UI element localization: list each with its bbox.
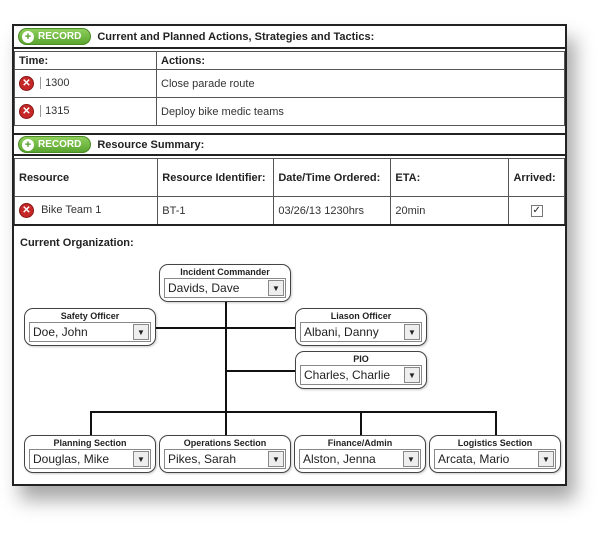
plus-icon: + — [22, 138, 34, 151]
ordered-value[interactable]: 03/26/13 1230hrs — [273, 196, 392, 225]
org-section-title: Current Organization: — [20, 237, 134, 249]
chevron-down-icon[interactable]: ▼ — [268, 451, 284, 467]
plus-icon: + — [22, 30, 34, 43]
pio-value: Charles, Charlie — [304, 368, 391, 382]
logistics-section-value: Arcata, Mario — [438, 452, 510, 466]
delete-x-icon[interactable]: ✕ — [19, 76, 34, 91]
record-resource-label: RECORD — [38, 139, 82, 150]
liaison-officer-node: Liason Officer Albani, Danny ▼ — [295, 308, 427, 346]
eta-value[interactable]: 20min — [390, 196, 510, 225]
table-row: ✕ 1315 Deploy bike medic teams — [14, 97, 565, 126]
chevron-down-icon[interactable]: ▼ — [538, 451, 554, 467]
connector-line — [90, 411, 497, 413]
delete-x-icon[interactable]: ✕ — [19, 203, 34, 218]
actions-header-bar: + RECORD Current and Planned Actions, St… — [14, 26, 565, 49]
time-cell: ✕ 1300 — [14, 69, 157, 98]
planning-section-select[interactable]: Douglas, Mike ▼ — [29, 449, 151, 469]
section-divider — [14, 224, 565, 226]
identifier-value[interactable]: BT-1 — [157, 196, 275, 225]
time-value[interactable]: 1300 — [40, 77, 70, 89]
arrived-cell: ✓ — [508, 196, 565, 225]
operations-section-label: Operations Section — [183, 438, 267, 448]
record-actions-label: RECORD — [38, 31, 82, 42]
resource-section-title: Resource Summary: — [97, 138, 205, 151]
chevron-down-icon[interactable]: ▼ — [404, 324, 420, 340]
planning-section-node: Planning Section Douglas, Mike ▼ — [24, 435, 156, 473]
operations-section-value: Pikes, Sarah — [168, 452, 237, 466]
chevron-down-icon[interactable]: ▼ — [133, 451, 149, 467]
resource-cell: ✕ Bike Team 1 — [13, 196, 159, 225]
liaison-officer-label: Liason Officer — [330, 311, 392, 321]
resource-column-header: Resource — [13, 158, 159, 197]
resource-header-bar: + RECORD Resource Summary: — [14, 133, 565, 156]
finance-admin-node: Finance/Admin Alston, Jenna ▼ — [294, 435, 426, 473]
actions-header-row: Time: Actions: — [14, 51, 565, 70]
logistics-section-select[interactable]: Arcata, Mario ▼ — [434, 449, 556, 469]
connector-line — [90, 411, 92, 435]
connector-line — [225, 411, 227, 435]
table-row: ✕ Bike Team 1 BT-1 03/26/13 1230hrs 20mi… — [13, 196, 565, 225]
pio-node: PIO Charles, Charlie ▼ — [295, 351, 427, 389]
arrived-column-header: Arrived: — [508, 158, 565, 197]
liaison-officer-select[interactable]: Albani, Danny ▼ — [300, 322, 422, 342]
connector-line — [495, 411, 497, 435]
time-cell: ✕ 1315 — [14, 97, 157, 126]
actions-section-title: Current and Planned Actions, Strategies … — [97, 30, 375, 43]
logistics-section-node: Logistics Section Arcata, Mario ▼ — [429, 435, 561, 473]
ics-form-panel: + RECORD Current and Planned Actions, St… — [12, 24, 567, 486]
time-column-header: Time: — [14, 51, 157, 70]
safety-officer-value: Doe, John — [33, 325, 88, 339]
resource-header-row: Resource Resource Identifier: Date/Time … — [13, 158, 565, 197]
chevron-down-icon[interactable]: ▼ — [268, 280, 284, 296]
pio-label: PIO — [353, 354, 369, 364]
action-value[interactable]: Deploy bike medic teams — [156, 97, 565, 126]
liaison-officer-value: Albani, Danny — [304, 325, 379, 339]
actions-table: Time: Actions: ✕ 1300 Close parade route… — [14, 51, 565, 126]
eta-column-header: ETA: — [390, 158, 510, 197]
logistics-section-label: Logistics Section — [457, 438, 533, 448]
safety-officer-node: Safety Officer Doe, John ▼ — [24, 308, 156, 346]
resource-table: Resource Resource Identifier: Date/Time … — [13, 158, 565, 225]
incident-commander-node: Incident Commander Davids, Dave ▼ — [159, 264, 291, 302]
operations-section-select[interactable]: Pikes, Sarah ▼ — [164, 449, 286, 469]
finance-admin-value: Alston, Jenna — [303, 452, 376, 466]
action-value[interactable]: Close parade route — [156, 69, 565, 98]
connector-line — [360, 411, 362, 435]
finance-admin-select[interactable]: Alston, Jenna ▼ — [299, 449, 421, 469]
planning-section-label: Planning Section — [53, 438, 127, 448]
table-row: ✕ 1300 Close parade route — [14, 69, 565, 98]
pio-select[interactable]: Charles, Charlie ▼ — [300, 365, 422, 385]
connector-line — [154, 327, 297, 329]
safety-officer-select[interactable]: Doe, John ▼ — [29, 322, 151, 342]
chevron-down-icon[interactable]: ▼ — [403, 451, 419, 467]
incident-commander-value: Davids, Dave — [168, 281, 240, 295]
record-resource-button[interactable]: + RECORD — [18, 136, 92, 153]
check-icon[interactable]: ✓ — [530, 205, 543, 217]
connector-line — [225, 302, 227, 412]
connector-line — [226, 370, 297, 372]
record-actions-button[interactable]: + RECORD — [18, 28, 92, 45]
time-value[interactable]: 1315 — [40, 105, 70, 117]
chevron-down-icon[interactable]: ▼ — [404, 367, 420, 383]
identifier-column-header: Resource Identifier: — [157, 158, 275, 197]
incident-commander-select[interactable]: Davids, Dave ▼ — [164, 278, 286, 298]
finance-admin-label: Finance/Admin — [327, 438, 393, 448]
chevron-down-icon[interactable]: ▼ — [133, 324, 149, 340]
delete-x-icon[interactable]: ✕ — [19, 104, 34, 119]
incident-commander-label: Incident Commander — [180, 267, 270, 277]
planning-section-value: Douglas, Mike — [33, 452, 110, 466]
actions-column-header: Actions: — [156, 51, 565, 70]
operations-section-node: Operations Section Pikes, Sarah ▼ — [159, 435, 291, 473]
ordered-column-header: Date/Time Ordered: — [273, 158, 392, 197]
safety-officer-label: Safety Officer — [60, 311, 120, 321]
resource-value[interactable]: Bike Team 1 — [41, 204, 102, 216]
